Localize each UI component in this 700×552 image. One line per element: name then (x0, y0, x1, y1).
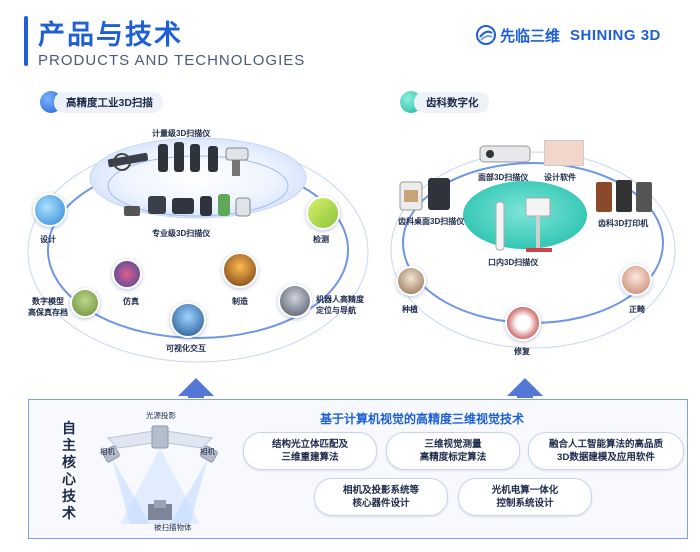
professional-scanners-image (124, 194, 251, 217)
ortho-node-image (620, 264, 652, 296)
page-subtitle: PRODUCTS AND TECHNOLOGIES (38, 52, 306, 69)
desktop-scanner-image (399, 181, 423, 211)
tech-pill-line1: 融合人工智能算法的高品质 (548, 439, 663, 450)
tech-pill-line2: 高精度标定算法 (419, 452, 487, 463)
page-title: 产品与技术 (38, 20, 183, 50)
tech-pill-line1: 光机电算一体化 (491, 485, 559, 496)
simulation-node-image (112, 259, 142, 289)
dental-printer-label: 齿科3D打印机 (598, 219, 649, 228)
dental-printer-image (596, 180, 652, 212)
digital-model-label: 数字模型 高保真存档 (28, 296, 68, 318)
digital-model-node-image (70, 288, 100, 318)
visual-label: 可视化交互 (166, 344, 206, 353)
design-node-image (33, 193, 67, 227)
robot-label: 机器人高精度 定位与导航 (316, 294, 364, 316)
dental-section-title: 齿科数字化 (414, 91, 489, 113)
logo-text-cn: 先临三维 (500, 27, 561, 45)
implant-node-image (396, 266, 426, 296)
tech-pill-line2: 3D数据建模及应用软件 (557, 452, 655, 463)
digital-model-label-line2: 高保真存档 (28, 308, 68, 317)
design-software-label: 设计软件 (544, 173, 576, 182)
tech-pill-line2: 控制系统设计 (496, 498, 554, 509)
company-logo: 先临三维 SHINING 3D (476, 22, 686, 48)
dental-up-arrow-stem (517, 394, 533, 398)
camera-left-label: 相机 (100, 447, 115, 456)
tech-pill-line2: 核心器件设计 (352, 498, 410, 509)
scanned-object-label: 被扫描物体 (154, 523, 192, 532)
tech-pill-line1: 结构光立体匹配及 (271, 439, 348, 450)
face-scanner-image (479, 145, 531, 163)
tech-pill-camera-projection: 相机及投影系统等 核心器件设计 (314, 478, 448, 516)
face-scanner-label: 面部3D扫描仪 (478, 173, 529, 182)
industrial-section-title: 高精度工业3D扫描 (54, 91, 163, 113)
tech-pill-line1: 相机及投影系统等 (342, 485, 419, 496)
metrology-scanners-image (107, 142, 249, 176)
metrology-scanner-label: 计量级3D扫描仪 (152, 129, 211, 138)
restoration-label: 修复 (514, 347, 530, 356)
industrial-up-arrow-icon (178, 378, 214, 396)
dental-section-header: 齿科数字化 (400, 90, 489, 114)
inspection-node-image (306, 196, 340, 230)
robot-label-line2: 定位与导航 (316, 306, 356, 315)
industrial-section-header: 高精度工业3D扫描 (40, 90, 163, 114)
simulation-label: 仿真 (123, 297, 139, 306)
tech-pill-control-system: 光机电算一体化 控制系统设计 (458, 478, 592, 516)
core-technology-vertical-label: 自主核心技术 (62, 420, 76, 521)
robot-label-line1: 机器人高精度 (316, 295, 364, 304)
tech-pill-structured-light: 结构光立体匹配及 三维重建算法 (243, 432, 377, 470)
tech-pill-line1: 三维视觉测量 (424, 439, 482, 450)
projector-label: 光源投影 (146, 411, 176, 420)
structured-light-diagram (102, 425, 218, 524)
dental-up-arrow-icon (507, 378, 543, 396)
desktop-scanner-2-image (428, 178, 450, 210)
digital-model-label-line1: 数字模型 (32, 297, 64, 306)
ortho-label: 正畸 (629, 305, 645, 314)
manufacturing-label: 制造 (232, 297, 248, 306)
implant-label: 种植 (402, 305, 418, 314)
intraoral-scanner-image (495, 197, 552, 252)
tech-pill-measurement: 三维视觉测量 高精度标定算法 (386, 432, 520, 470)
restoration-node-image (505, 305, 541, 341)
tech-pill-ai-modeling: 融合人工智能算法的高品质 3D数据建模及应用软件 (528, 432, 684, 470)
title-accent-bar (24, 16, 28, 66)
professional-scanner-label: 专业级3D扫描仪 (152, 229, 211, 238)
logo-mark-icon (476, 25, 496, 45)
tech-pill-line2: 三维重建算法 (281, 452, 339, 463)
inspection-label: 检测 (313, 235, 329, 244)
core-technology-heading: 基于计算机视觉的高精度三维视觉技术 (320, 412, 525, 426)
intraoral-scanner-label: 口内3D扫描仪 (488, 258, 539, 267)
visual-node-image (170, 302, 206, 338)
design-software-image (544, 140, 584, 166)
camera-right-label: 相机 (200, 447, 215, 456)
design-label: 设计 (40, 235, 56, 244)
desktop-scanner-label: 齿科桌面3D扫描仪 (398, 217, 465, 226)
robot-node-image (278, 284, 312, 318)
logo-text-en: SHINING 3D (570, 26, 661, 44)
industrial-up-arrow-stem (188, 394, 204, 398)
dental-ring-diagram (390, 151, 676, 349)
manufacturing-node-image (222, 252, 258, 288)
